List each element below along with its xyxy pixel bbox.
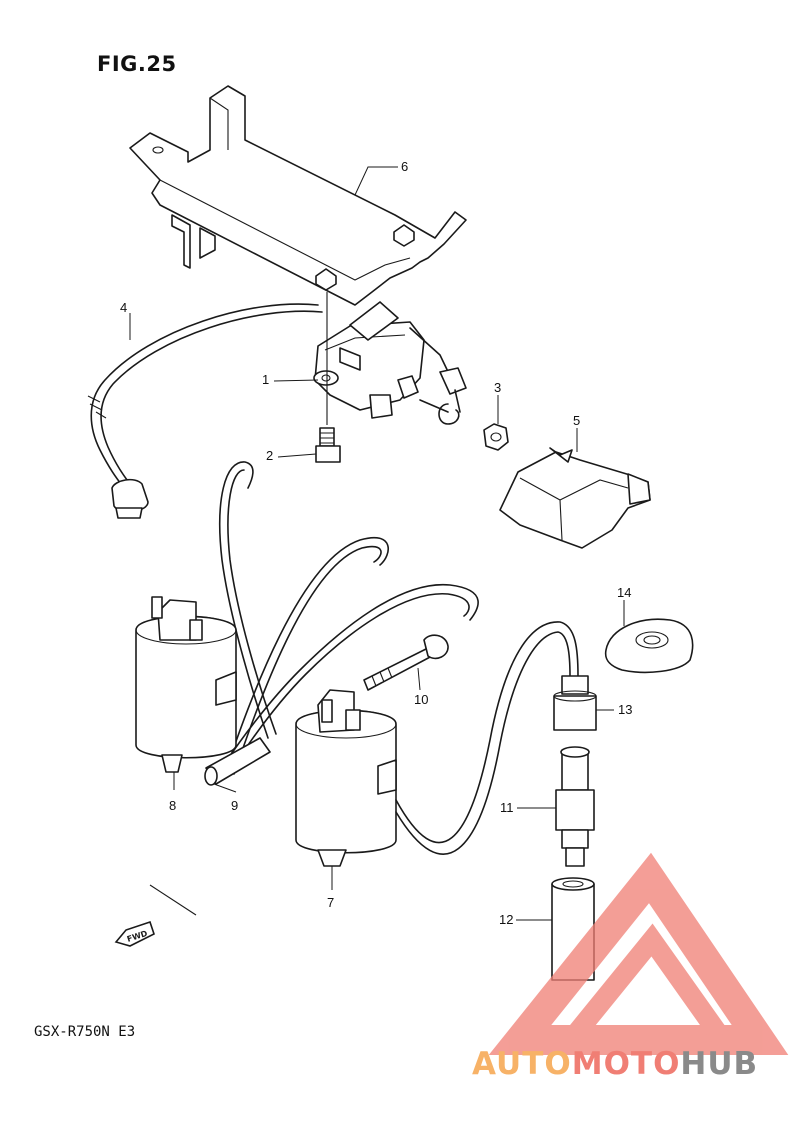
- model-label: GSX-R750N E3: [34, 1024, 136, 1040]
- forward-arrow: FWD: [114, 920, 155, 947]
- watermark-hub: HUB: [680, 1046, 759, 1082]
- automotohub-logo: [488, 852, 789, 1055]
- ignition-coil-7: [295, 689, 397, 867]
- callout-13: 13: [618, 702, 633, 717]
- grommet: [604, 618, 694, 674]
- ignition-coil-8: [135, 596, 237, 773]
- callout-14: 14: [617, 585, 632, 600]
- figure-title: FIG.25: [97, 52, 177, 76]
- nut-3: [483, 423, 509, 451]
- lead-wire: [87, 303, 323, 519]
- callout-9: 9: [231, 798, 239, 813]
- coil-cord: [395, 621, 579, 844]
- bolt-10: [363, 634, 449, 691]
- stray-mark: [149, 884, 197, 916]
- callout-4: 4: [120, 300, 128, 315]
- rubber-cover: [499, 447, 651, 549]
- callout-6: 6: [401, 159, 409, 174]
- high-tension-cords: [204, 461, 479, 786]
- leader-lines: [129, 166, 625, 921]
- watermark-text: AUTOMOTOHUB: [472, 1046, 758, 1082]
- callout-5: 5: [573, 413, 581, 428]
- callout-8: 8: [169, 798, 177, 813]
- callout-1: 1: [262, 372, 270, 387]
- callout-11: 11: [500, 800, 514, 815]
- callout-10: 10: [414, 692, 429, 707]
- plug-cap-boot: [553, 675, 597, 731]
- plug-cap: [555, 746, 595, 867]
- callout-3: 3: [494, 380, 502, 395]
- mounting-bracket: [129, 85, 467, 306]
- callout-12: 12: [499, 912, 514, 927]
- bolt-2: [315, 427, 341, 463]
- relay-assembly: [313, 301, 467, 419]
- clip: [419, 399, 460, 425]
- callout-7: 7: [327, 895, 335, 910]
- callout-2: 2: [266, 448, 274, 463]
- watermark-auto: AUTO: [472, 1046, 572, 1082]
- watermark-moto: MOTO: [571, 1046, 681, 1082]
